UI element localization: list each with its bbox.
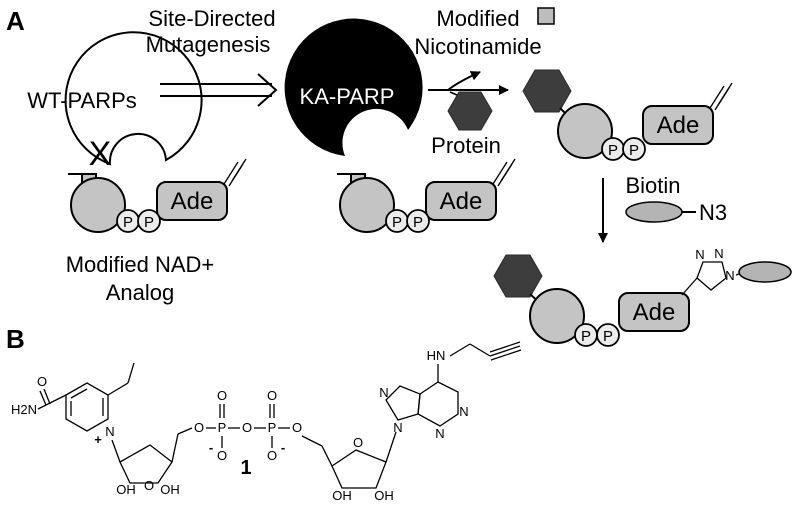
purine-n9: N [393, 420, 402, 435]
ade-label-1: Ade [171, 188, 214, 215]
ade-label-2: Ade [440, 188, 483, 215]
triazole-n1: N [695, 247, 704, 262]
phosphorus-2: P [268, 420, 277, 435]
purine-n3: N [435, 426, 444, 441]
ribose2-oh-b: OH [374, 488, 394, 503]
panel-b-label: B [6, 324, 25, 354]
nad-analog-ka: Ade P P [337, 158, 516, 233]
chemical-structure: O H2N N + O OH OH O P O O - O [11, 341, 522, 503]
mutagenesis-label: Mutagenesis [146, 32, 271, 57]
triazole-n2: N [714, 246, 723, 261]
biotin-tag-ellipse-icon [738, 261, 792, 283]
protein-hexagon-icon [447, 91, 493, 131]
pyridinium-plus: + [94, 432, 102, 447]
ribose1-oh-a: OH [116, 482, 136, 497]
phosphorus-1: P [218, 420, 227, 435]
wt-parps-label: WT-PARPs [27, 88, 137, 113]
triazole-n3: N [725, 268, 734, 283]
nad-analog-label: Modified NAD+ [66, 252, 215, 277]
azide-label: N3 [699, 200, 727, 225]
purine-n1: N [459, 404, 468, 419]
linker-o2: O [242, 420, 252, 435]
biotin-ellipse-icon [625, 201, 683, 223]
p1-o-minus: O [217, 448, 227, 463]
p1-double-o: O [217, 388, 227, 403]
ka-parp-label: KA-PARP [300, 84, 395, 109]
ribose1-oh-b: OH [160, 482, 180, 497]
modified-label: Modified [436, 6, 519, 31]
ribose2-oh-a: OH [332, 488, 352, 503]
amide-nh2: H2N [11, 402, 37, 417]
phosphate-p2b: P [413, 214, 423, 231]
phosphate-p4a: P [581, 328, 591, 345]
p2-minus: - [281, 440, 285, 455]
phosphate-p3a: P [608, 142, 618, 159]
phosphate-p2a: P [392, 214, 402, 231]
amide-o: O [37, 374, 47, 389]
phosphate-p3b: P [629, 142, 639, 159]
p2-double-o: O [267, 388, 277, 403]
ade-label-3: Ade [657, 112, 700, 139]
ka-parp-enzyme [284, 18, 423, 156]
biotinylated-product: Ade P P N N N [493, 246, 792, 347]
ade-label-4: Ade [633, 299, 676, 326]
mutagenesis-double-arrow [160, 73, 278, 107]
linker-o3: O [292, 420, 302, 435]
nad-analog-wt: Ade P P [68, 158, 247, 233]
panel-a-label: A [6, 6, 25, 36]
phosphate-p4b: P [603, 328, 613, 345]
pyridinium-n: N [105, 424, 114, 439]
modified-protein-product: Ade P P [522, 69, 733, 161]
purine-n7: N [379, 385, 388, 400]
protein-label: Protein [431, 133, 501, 158]
p1-minus: - [209, 440, 213, 455]
site-directed-label: Site-Directed [148, 6, 275, 31]
nicotinamide-label: Nicotinamide [414, 34, 541, 59]
p2-o-minus: O [267, 448, 277, 463]
phosphate-p1b: P [144, 214, 154, 231]
linker-o1: O [194, 420, 204, 435]
release-curve-arrow [447, 71, 481, 91]
analog-label: Analog [106, 280, 175, 305]
phosphate-p1a: P [123, 214, 133, 231]
amine-hn: HN [427, 348, 446, 363]
wt-parps-enzyme [64, 31, 203, 166]
ribose1-ring-o: O [144, 478, 154, 493]
compound-number: 1 [240, 457, 251, 479]
biotin-label: Biotin [625, 173, 680, 198]
ribose2-ring-o: O [353, 435, 363, 450]
modified-nicotinamide-square-icon [537, 7, 555, 25]
no-reaction-x-mark: X [89, 135, 112, 173]
